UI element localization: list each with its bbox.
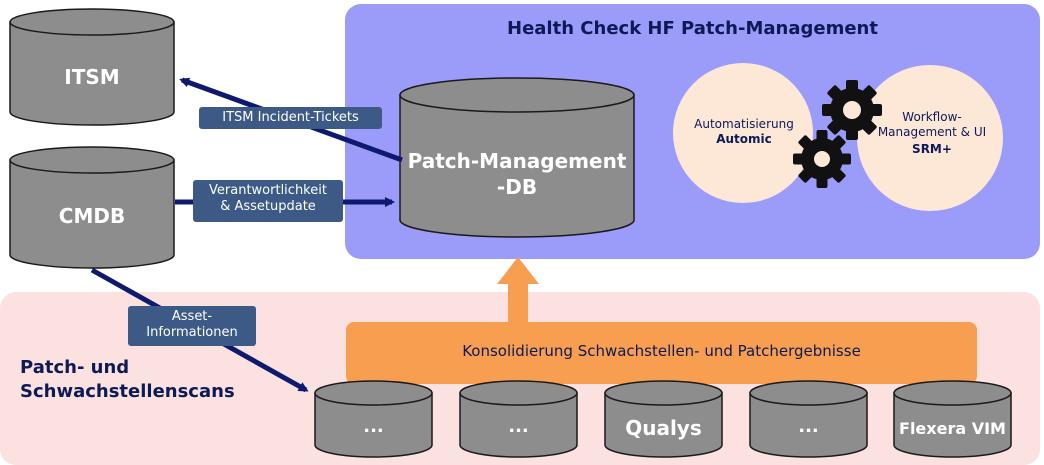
workflow-label-line2: Management & UI	[877, 125, 987, 139]
scanner-label: Qualys	[625, 416, 702, 440]
itsm-label: ITSM	[64, 65, 120, 89]
scanner-label: ...	[508, 416, 529, 437]
cmdb-database-icon	[9, 146, 175, 269]
patch-db-icon	[399, 77, 635, 238]
asset-info-tag: Asset- Informationen	[128, 306, 256, 346]
asset-info-tag-line2: Informationen	[146, 325, 238, 340]
scans-title: Patch- und Schwachstellenscans	[20, 356, 235, 404]
scanner-label: ...	[798, 416, 819, 437]
itsm-database-icon	[9, 8, 175, 126]
gear-icon	[822, 80, 882, 140]
itsm-tickets-tag: ITSM Incident-Tickets	[199, 107, 382, 129]
automation-label: Automatisierung Automic	[688, 117, 800, 147]
automation-label-line1: Automatisierung	[694, 117, 794, 131]
consolidation-bar	[346, 322, 977, 384]
responsibility-tag: Verantwortlichkeit & Assetupdate	[193, 180, 343, 222]
scanner-database-icon	[314, 380, 433, 458]
scanner-label: Flexera VIM	[899, 419, 1006, 438]
workflow-label-line3: SRM+	[912, 142, 952, 156]
scans-title-line2: Schwachstellenscans	[20, 381, 235, 402]
responsibility-tag-line1: Verantwortlichkeit	[209, 183, 327, 198]
patch-db-label-line2: -DB	[496, 175, 538, 199]
workflow-label-line1: Workflow-	[902, 110, 962, 124]
scanner-database-icon	[749, 380, 868, 458]
gear-icon	[793, 130, 851, 188]
cmdb-label: CMDB	[58, 204, 126, 228]
scanner-database-icon	[893, 380, 1012, 458]
scanner-label: ...	[363, 416, 384, 437]
health-check-title: Health Check HF Patch-Management	[507, 18, 878, 39]
consolidation-label: Konsolidierung Schwachstellen- und Patch…	[462, 342, 861, 360]
asset-info-tag-line1: Asset-	[171, 309, 213, 324]
automation-circle	[673, 63, 813, 203]
scans-title-line1: Patch- und	[20, 357, 130, 378]
patch-db-label-line1: Patch-Management	[407, 149, 627, 173]
scanner-database-icon	[604, 380, 723, 458]
responsibility-tag-line2: & Assetupdate	[220, 199, 316, 214]
workflow-circle	[857, 65, 1003, 211]
orange-up-arrow	[497, 257, 539, 324]
scanner-database-icon	[459, 380, 578, 458]
patch-db-label: Patch-Management -DB	[400, 148, 634, 200]
workflow-label: Workflow- Management & UI SRM+	[872, 110, 992, 157]
automation-label-line2: Automic	[716, 132, 772, 146]
